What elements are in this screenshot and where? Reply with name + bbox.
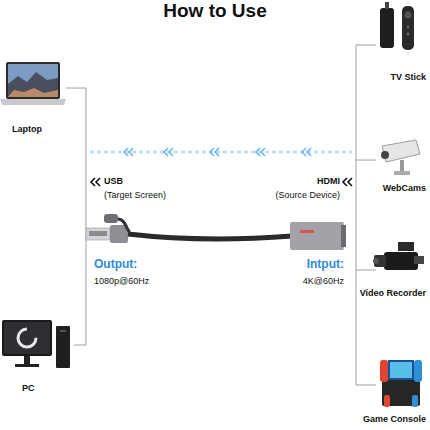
device-label: TV Stick — [390, 72, 426, 82]
port-note: (Target Screen) — [104, 190, 166, 200]
device-label: Video Recorder — [360, 288, 426, 298]
tv-stick-icon — [380, 2, 414, 50]
port-note: (Source Device) — [275, 190, 340, 200]
right-bracket — [356, 45, 376, 385]
pc-icon — [2, 320, 70, 368]
game-console-icon — [380, 360, 422, 407]
video-recorder-icon — [373, 242, 424, 270]
flow-line — [90, 148, 352, 156]
device-label: PC — [22, 383, 35, 393]
port-label: USB — [104, 176, 123, 186]
device-label: WebCams — [383, 183, 426, 193]
webcam-icon — [381, 140, 420, 175]
capture-cable — [86, 214, 346, 250]
flow-chevrons — [124, 148, 311, 156]
usb-chevron — [91, 178, 100, 186]
laptop-icon — [0, 62, 66, 105]
left-bracket — [66, 88, 86, 345]
spec-value: 4K@60Hz — [303, 276, 344, 286]
bracket-lines — [66, 45, 376, 385]
hdmi-chevron — [343, 178, 352, 186]
spec-value: 1080p@60Hz — [94, 276, 149, 286]
page-title: How to Use — [0, 0, 430, 22]
spec-heading: Output: — [94, 258, 137, 272]
spec-heading: Intput: — [307, 258, 344, 272]
device-label: Laptop — [12, 124, 42, 134]
port-label: HDMI — [317, 176, 340, 186]
device-label: Game Console — [363, 414, 426, 424]
